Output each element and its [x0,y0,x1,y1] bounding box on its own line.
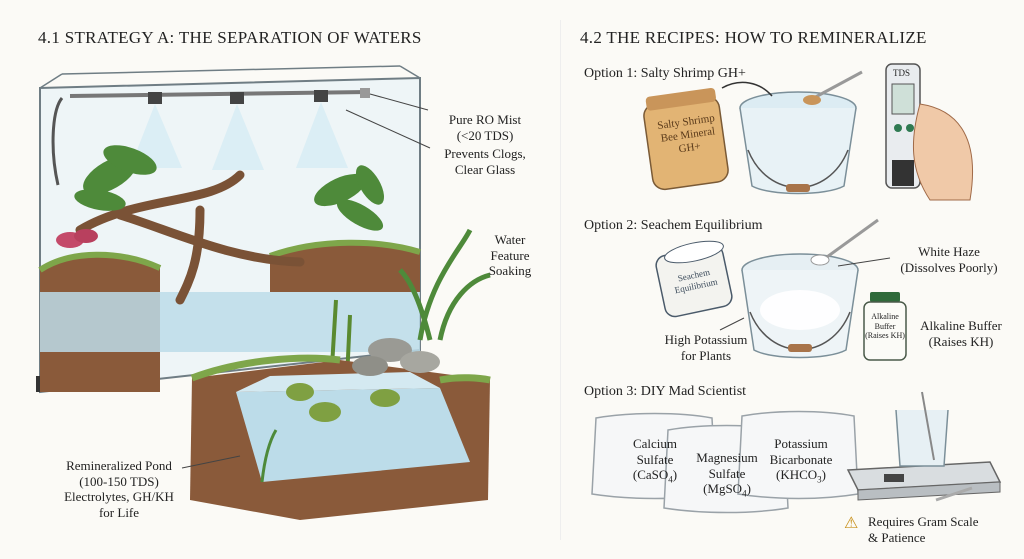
tds-meter-label: TDS [893,68,911,78]
bottle-line-1: Alkaline [871,312,899,321]
bag1-line-2: Sulfate [636,451,674,467]
soil-layers [38,239,421,392]
bag2-line-1: Magnesium [696,450,758,465]
right-section-title: 4.2 THE RECIPES: HOW TO REMINERALIZE [580,28,927,47]
alkaline-buffer-bottle [863,292,907,361]
left-section-title: 4.1 STRATEGY A: THE SEPARATION OF WATERS [38,28,422,47]
bag1-line-1: Calcium [632,436,678,451]
plants [56,145,491,401]
haze-line-2: (Dissolves Poorly) [900,259,998,275]
bag3-line-1: Potassium [774,436,828,451]
potassium-line-1: High Potassium [664,332,748,347]
buffer-line-2: (Raises KH) [928,333,994,349]
pond-line-1: Remineralized Pond [66,458,172,473]
column-divider [560,20,561,540]
pond-pointer [181,455,241,469]
bag2-formula: (MgSO4) [703,481,751,499]
haze-line-1: White Haze [918,244,980,259]
clogs-line-1: Prevents Clogs, [444,146,526,161]
option1-heading: Option 1: Salty Shrimp GH+ [584,66,746,81]
mist-system [51,88,431,186]
warning-line-2: & Patience [868,529,926,545]
warning-icon: ⚠ [844,515,859,532]
alkaline-buffer-label: Alkaline Buffer (Raises KH) [906,318,1016,349]
white-haze-label: White Haze (Dissolves Poorly) [884,244,1014,275]
potassium-bicarbonate-bag-label: Potassium Bicarbonate (KHCO3) [744,436,858,486]
bottle-line-2: Buffer [874,321,896,331]
bag2-line-2: Sulfate [708,465,746,481]
bag1-formula: (CaSO4) [632,467,678,485]
driftwood [75,170,305,305]
buffer-line-1: Alkaline Buffer [920,318,1002,333]
chemical-bags [591,410,859,514]
tds-meter [885,63,974,201]
pond-label: Remineralized Pond (100-150 TDS) Electro… [44,458,194,520]
seachem-jar [655,240,733,318]
bucket-1 [721,70,863,195]
water-line-1: Water [494,232,526,247]
pond-line-2: (100-150 TDS) [79,473,159,489]
gram-scale [846,391,1002,502]
clogs-label: Prevents Clogs, Clear Glass [430,146,540,177]
pond-line-4: for Life [98,504,140,520]
calcium-sulfate-bag-label: Calcium Sulfate (CaSO4) [598,436,712,486]
magnesium-sulfate-bag-label: Magnesium Sulfate (MgSO4) [670,450,784,500]
water-feature-label: Water Feature Soaking [470,232,550,279]
bucket-2 [719,218,891,359]
mist-label: Pure RO Mist (<20 TDS) [430,112,540,143]
option2-heading: Option 2: Seachem Equilibrium [584,218,763,233]
bag3-formula: (KHCO3) [775,467,826,485]
potassium-label: High Potassium for Plants [646,332,766,363]
water-line-2: Feature [490,247,530,263]
warning-note: ⚠ Requires Gram Scale & Patience [844,514,1016,545]
pond-cutaway [190,338,491,520]
clogs-line-2: Clear Glass [454,161,516,177]
warning-line-1: Requires Gram Scale [868,514,979,529]
mist-title: Pure RO Mist [448,112,522,127]
option3-heading: Option 3: DIY Mad Scientist [584,384,747,399]
water-line-3: Soaking [488,263,532,279]
mist-tds: (<20 TDS) [456,127,514,143]
pond-line-3: Electrolytes, GH/KH [64,489,174,505]
frog [286,383,314,401]
salty-shrimp-jar [643,88,729,191]
potassium-line-2: for Plants [680,347,732,363]
bottle-label: Alkaline Buffer (Raises KH) [864,312,906,341]
bottle-line-3: (Raises KH) [865,331,905,341]
bag3-line-2: Bicarbonate [769,451,833,467]
